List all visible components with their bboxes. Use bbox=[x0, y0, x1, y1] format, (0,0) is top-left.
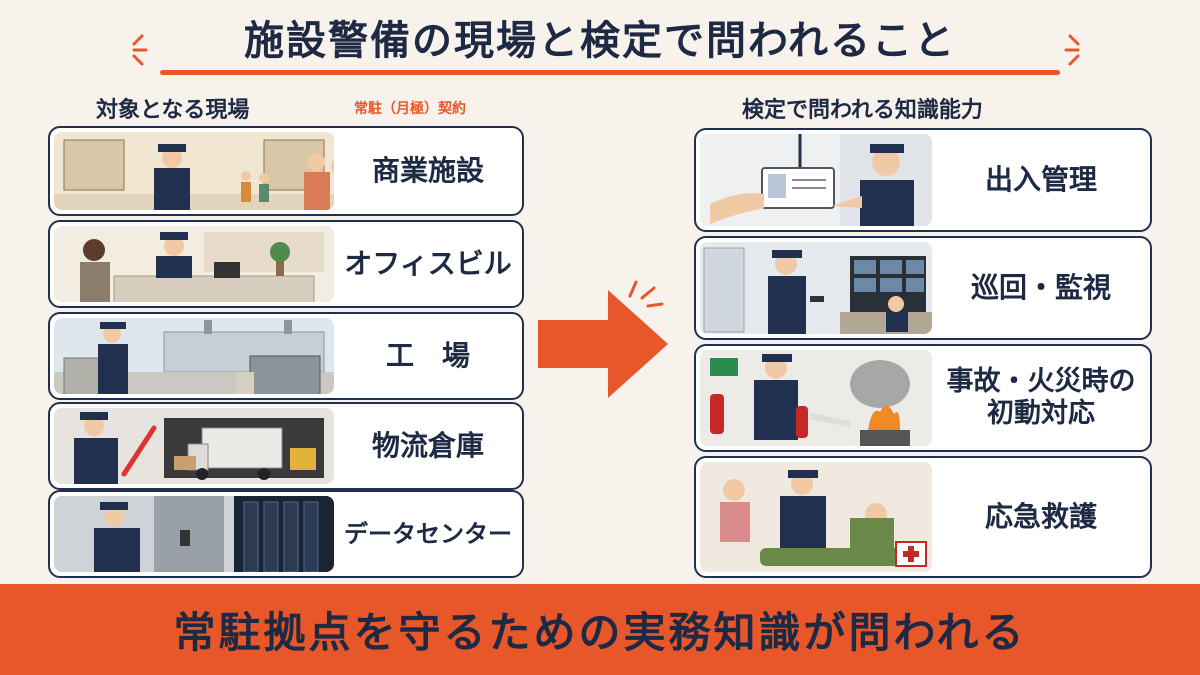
office-reception-guard-icon bbox=[54, 226, 334, 302]
bottom-banner: 常駐拠点を守るための実務知識が問われる bbox=[0, 584, 1200, 675]
warehouse-truck-guard-icon bbox=[54, 408, 334, 484]
factory-gate-guard-icon bbox=[54, 318, 334, 394]
first-aid-icon bbox=[700, 462, 932, 572]
site-card-office: オフィスビル bbox=[48, 220, 524, 308]
site-card-factory: 工 場 bbox=[48, 312, 524, 400]
skill-card-emergency: 事故・火災時の 初動対応 bbox=[694, 344, 1152, 452]
page-title: 施設警備の現場と検定で問われること bbox=[244, 18, 956, 64]
skill-label-firstaid: 応急救護 bbox=[984, 500, 1097, 534]
left-column-header: 対象となる現場 bbox=[96, 98, 250, 123]
right-column-header: 検定で問われる知識能力 bbox=[742, 98, 983, 123]
right-sparkle-icon bbox=[1064, 34, 1080, 66]
patrol-monitor-icon bbox=[700, 242, 932, 334]
skill-label-emergency: 事故・火災時の 初動対応 bbox=[932, 346, 1150, 450]
site-label-commercial: 商業施設 bbox=[371, 154, 484, 188]
right-arrow-icon bbox=[538, 286, 668, 398]
title-underline bbox=[160, 70, 1060, 75]
skill-card-firstaid: 応急救護 bbox=[694, 456, 1152, 578]
skill-card-access: 出入管理 bbox=[694, 128, 1152, 232]
skill-card-patrol: 巡回・監視 bbox=[694, 236, 1152, 340]
fire-extinguisher-icon bbox=[700, 350, 932, 446]
site-card-commercial: 商業施設 bbox=[48, 126, 524, 216]
skill-label-patrol: 巡回・監視 bbox=[970, 271, 1111, 305]
site-label-warehouse: 物流倉庫 bbox=[371, 429, 484, 463]
arrow-sparkle-icon bbox=[628, 280, 664, 308]
id-badge-check-icon bbox=[700, 134, 932, 226]
shopping-mall-guard-icon bbox=[54, 132, 334, 210]
site-card-warehouse: 物流倉庫 bbox=[48, 402, 524, 490]
site-card-datacenter: データセンター bbox=[48, 490, 524, 578]
site-label-datacenter: データセンター bbox=[344, 519, 512, 548]
skill-label-emergency-line1: 事故・火災時の bbox=[946, 365, 1136, 397]
left-column-sub: 常駐（月極）契約 bbox=[354, 101, 466, 117]
skill-label-access: 出入管理 bbox=[984, 163, 1097, 197]
site-label-office: オフィスビル bbox=[344, 247, 512, 281]
left-sparkle-icon bbox=[132, 34, 148, 66]
data-center-guard-icon bbox=[54, 496, 334, 572]
skill-label-emergency-line2: 初動対応 bbox=[987, 398, 1095, 429]
bottom-banner-text: 常駐拠点を守るための実務知識が問われる bbox=[173, 608, 1027, 657]
site-label-factory: 工 場 bbox=[385, 339, 470, 373]
